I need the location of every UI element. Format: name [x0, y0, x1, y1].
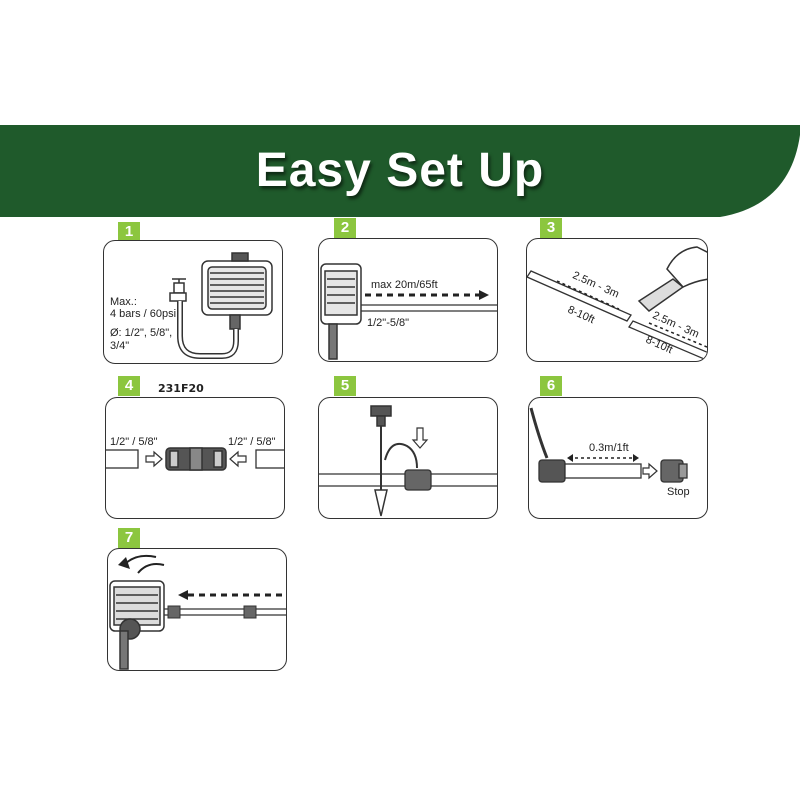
step-4-label-left: 1/2" / 5/8"	[110, 436, 158, 448]
step-4-panel: 1/2" / 5/8" 1/2" / 5/8"	[105, 397, 285, 519]
hose-reel-icon	[201, 252, 273, 330]
dripper-stake-icon	[370, 405, 392, 517]
arrow-icon	[145, 450, 247, 468]
pipe-end	[564, 463, 642, 479]
step-4-badge: 4	[118, 376, 140, 396]
step-5-panel	[318, 397, 498, 519]
arrow-icon	[178, 590, 284, 600]
pipe-left	[106, 449, 139, 469]
step-7-panel	[107, 548, 287, 671]
step-1-label-pressure: 4 bars / 60psi	[110, 308, 177, 320]
step-6-label-stop: Stop	[667, 486, 690, 498]
title-banner: Easy Set Up	[0, 125, 800, 217]
step-4-illustration	[106, 447, 284, 471]
step-2-label-length: max 20m/65ft	[371, 279, 438, 291]
step-6-panel: 0.3m/1ft Stop	[528, 397, 708, 519]
connector-icon	[404, 469, 432, 491]
step-1-illustration	[169, 252, 273, 359]
pipe-segment	[527, 270, 632, 322]
arrow-icon	[365, 290, 489, 300]
pipe-right	[255, 449, 284, 469]
micro-tube	[384, 442, 418, 469]
step-3-panel: 2.5m - 3m 8-10ft 2.5m - 3m 8-10ft	[526, 238, 708, 362]
step-2-panel: max 20m/65ft 1/2"-5/8"	[318, 238, 498, 362]
step-3-badge: 3	[540, 218, 562, 238]
arrow-icon	[567, 454, 639, 462]
pipe-segment-2	[628, 320, 707, 361]
step-4-label-right: 1/2" / 5/8"	[228, 436, 276, 448]
step-5-badge: 5	[334, 376, 356, 396]
hose-line	[164, 605, 286, 619]
cutter-icon	[637, 246, 707, 312]
page-title: Easy Set Up	[255, 144, 545, 197]
step-6-illustration	[529, 407, 688, 483]
banner-shape	[0, 125, 800, 217]
step-3-illustration	[527, 246, 707, 361]
step-6-label-length: 0.3m/1ft	[589, 442, 629, 454]
step-1-label-max: Max.:	[110, 296, 137, 308]
step-1-panel: Max.: 4 bars / 60psi Ø: 1/2", 5/8", 3/4"	[103, 240, 283, 364]
step-2-badge: 2	[334, 218, 356, 238]
step-5-illustration	[319, 405, 497, 517]
step-1-label-diameter-2: 3/4"	[110, 340, 130, 352]
hose-line	[361, 304, 497, 312]
step-1-label-diameter: Ø: 1/2", 5/8",	[110, 327, 173, 339]
step-2-illustration	[320, 263, 497, 360]
step-7-badge: 7	[118, 528, 140, 548]
step-2-label-size: 1/2"-5/8"	[367, 317, 410, 329]
step-1-badge: 1	[118, 222, 140, 242]
end-stop-icon	[660, 459, 688, 483]
tap-icon	[169, 278, 187, 302]
connector-icon	[165, 447, 227, 471]
step-7-illustration	[109, 554, 286, 670]
step-6-badge: 6	[540, 376, 562, 396]
rotate-arrow-icon	[118, 554, 165, 574]
hose-reel-icon	[320, 263, 362, 360]
step-4-code: 231F20	[158, 382, 204, 395]
arrow-icon	[411, 427, 429, 449]
hose-reel-icon	[109, 580, 165, 670]
arrow-icon	[556, 280, 707, 348]
connector-icon	[538, 459, 566, 483]
